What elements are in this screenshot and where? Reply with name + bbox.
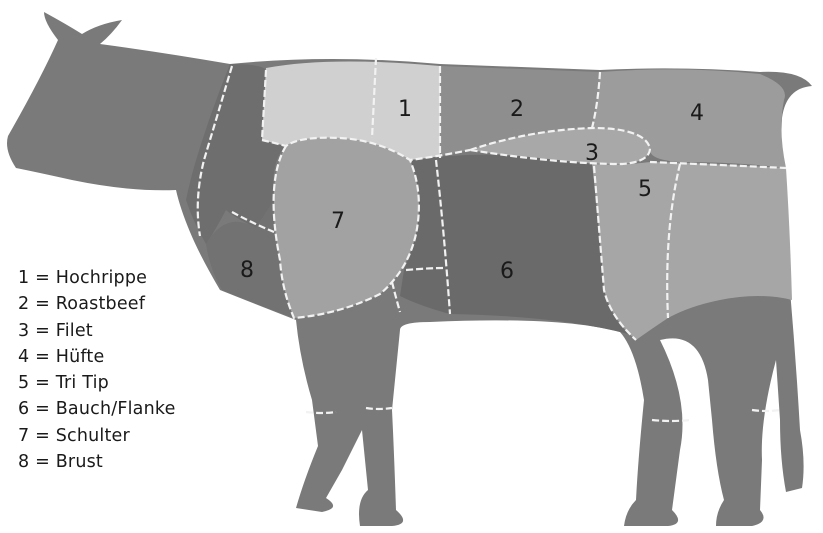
region-number-4: 4	[690, 101, 704, 126]
legend-item-schulter: 7 = Schulter	[18, 423, 176, 449]
region-number-6: 6	[500, 259, 514, 284]
region-number-2: 2	[510, 97, 524, 122]
legend-item-brust: 8 = Brust	[18, 449, 176, 475]
legend-item-roastbeef: 2 = Roastbeef	[18, 291, 176, 317]
region-number-7: 7	[331, 209, 345, 234]
region-bauch	[400, 155, 628, 334]
legend-item-filet: 3 = Filet	[18, 318, 176, 344]
region-number-8: 8	[240, 258, 254, 283]
legend-item-tritip: 5 = Tri Tip	[18, 370, 176, 396]
legend-item-hochrippe: 1 = Hochrippe	[18, 265, 176, 291]
region-number-5: 5	[638, 177, 652, 202]
region-number-3: 3	[585, 141, 599, 166]
legend-item-huefte: 4 = Hüfte	[18, 344, 176, 370]
region-number-1: 1	[398, 97, 412, 122]
legend: 1 = Hochrippe 2 = Roastbeef 3 = Filet 4 …	[18, 265, 176, 475]
legend-item-bauch: 6 = Bauch/Flanke	[18, 396, 176, 422]
